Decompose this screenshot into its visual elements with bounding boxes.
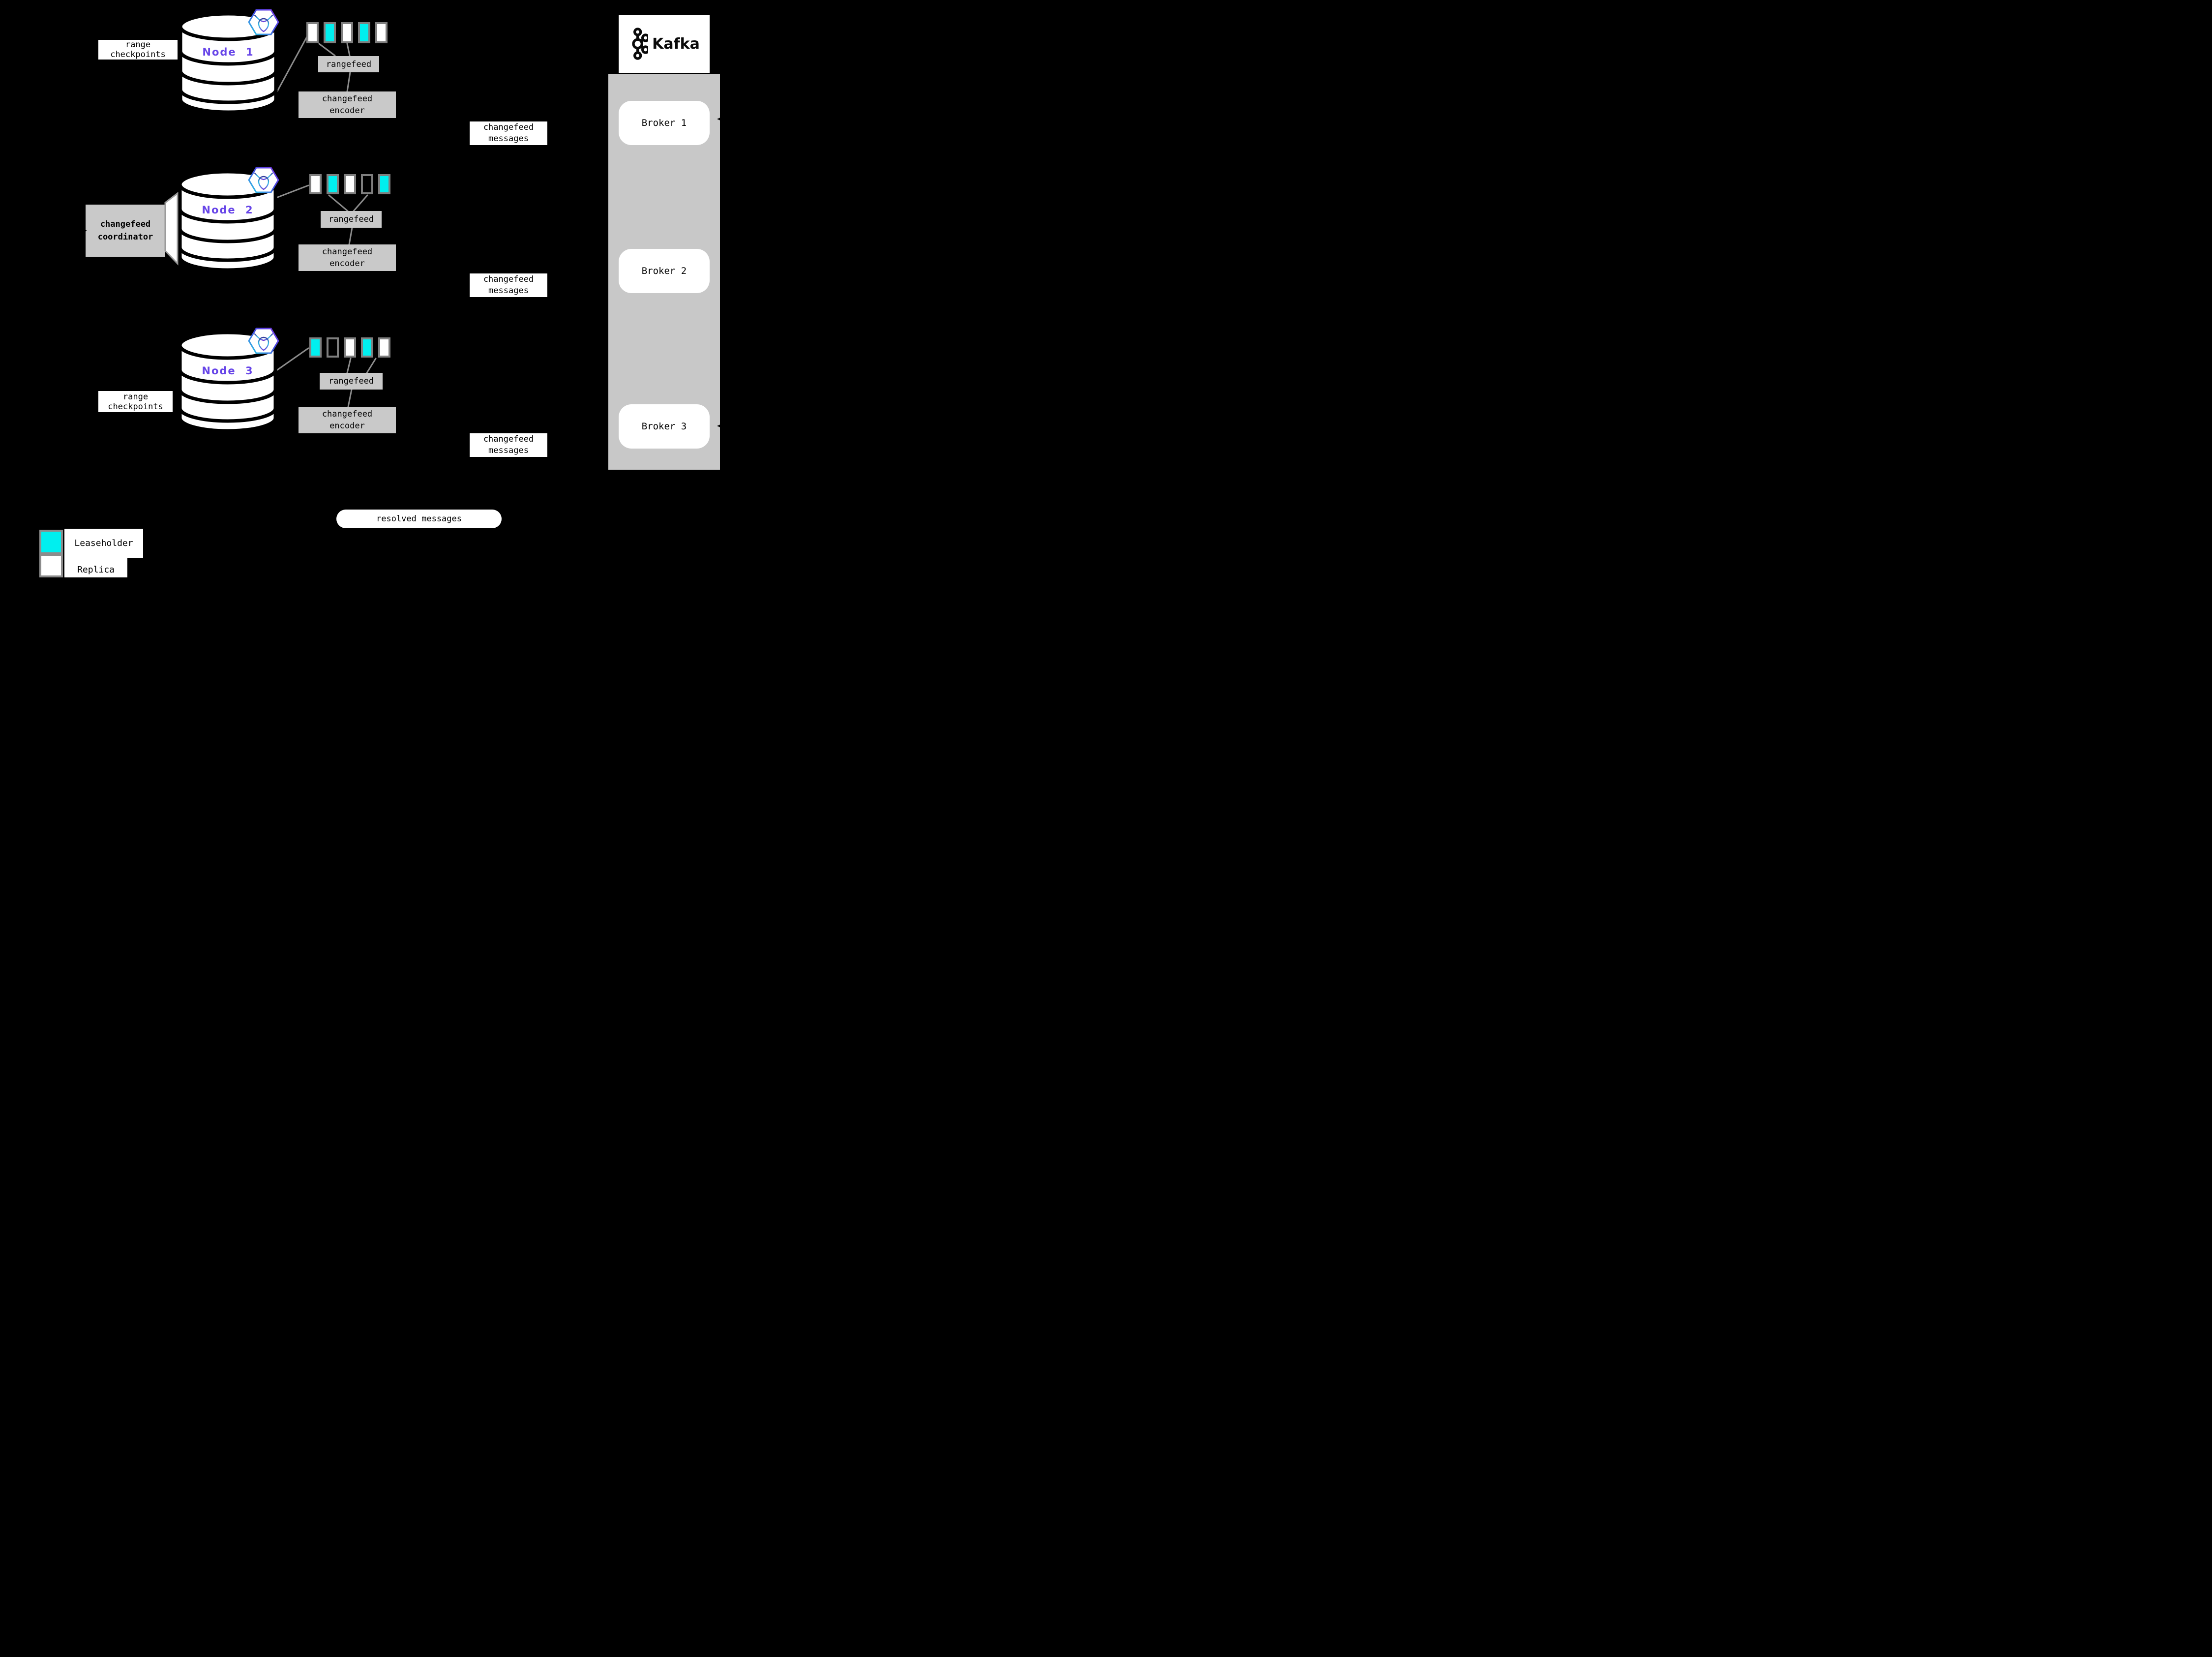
- cockroachdb-logo-icon: [248, 327, 279, 355]
- broker-3: Broker 3: [619, 404, 710, 449]
- changefeed-encoder-box-3: changefeed encoder: [299, 407, 396, 433]
- legend-replica-label: Replica: [64, 558, 127, 577]
- range-box-leaseholder: [378, 174, 390, 194]
- range-box-replica: [344, 174, 356, 194]
- range-box-empty: [361, 174, 373, 194]
- diagram-canvas: range checkpoints Node 1 rangefeed chang…: [0, 0, 771, 577]
- changefeed-coordinator-box: changefeed coordinator: [86, 205, 165, 257]
- broker-1: Broker 1: [619, 101, 710, 145]
- range-box-leaseholder: [309, 337, 322, 358]
- range-box-replica: [306, 22, 319, 43]
- range-box-replica: [378, 337, 390, 358]
- range-box-leaseholder: [327, 174, 339, 194]
- kafka-brand-label: Kafka: [652, 35, 700, 53]
- broker-2: Broker 2: [619, 249, 710, 293]
- resolved-messages-pill: resolved messages: [336, 510, 502, 528]
- node-2-label: Node 2: [202, 204, 254, 216]
- range-checkpoints-label-1: range checkpoints: [98, 40, 178, 60]
- node-3-label: Node 3: [202, 365, 254, 377]
- range-row-node-3: [309, 337, 390, 358]
- cockroachdb-logo-icon: [248, 8, 279, 36]
- range-checkpoints-label-2: range checkpoints: [98, 391, 173, 412]
- kafka-logo-icon: [632, 28, 649, 60]
- range-box-replica: [344, 337, 356, 358]
- range-box-replica: [375, 22, 388, 43]
- range-row-node-1: [306, 22, 388, 43]
- legend-replica-swatch: [39, 554, 63, 577]
- range-box-empty: [327, 337, 339, 358]
- rangefeed-box-1: rangefeed: [318, 56, 379, 72]
- range-box-replica: [309, 174, 322, 194]
- cockroachdb-logo-icon: [248, 166, 279, 194]
- node-1-label: Node 1: [202, 46, 254, 58]
- range-row-node-2: [309, 174, 390, 194]
- changefeed-messages-label-2: changefeed messages: [470, 273, 547, 297]
- range-box-leaseholder: [324, 22, 336, 43]
- range-box-leaseholder: [361, 337, 373, 358]
- changefeed-encoder-box-1: changefeed encoder: [299, 91, 396, 118]
- coordinator-funnel: [164, 192, 179, 266]
- range-box-replica: [341, 22, 353, 43]
- changefeed-messages-label-1: changefeed messages: [470, 121, 547, 145]
- legend-leaseholder-swatch: [39, 530, 63, 554]
- changefeed-encoder-box-2: changefeed encoder: [299, 244, 396, 271]
- rangefeed-box-2: rangefeed: [321, 211, 382, 228]
- range-box-leaseholder: [358, 22, 370, 43]
- rangefeed-box-3: rangefeed: [320, 373, 383, 390]
- kafka-card: Kafka: [619, 15, 710, 73]
- changefeed-messages-label-3: changefeed messages: [470, 433, 547, 457]
- legend-leaseholder-label: Leaseholder: [64, 529, 143, 558]
